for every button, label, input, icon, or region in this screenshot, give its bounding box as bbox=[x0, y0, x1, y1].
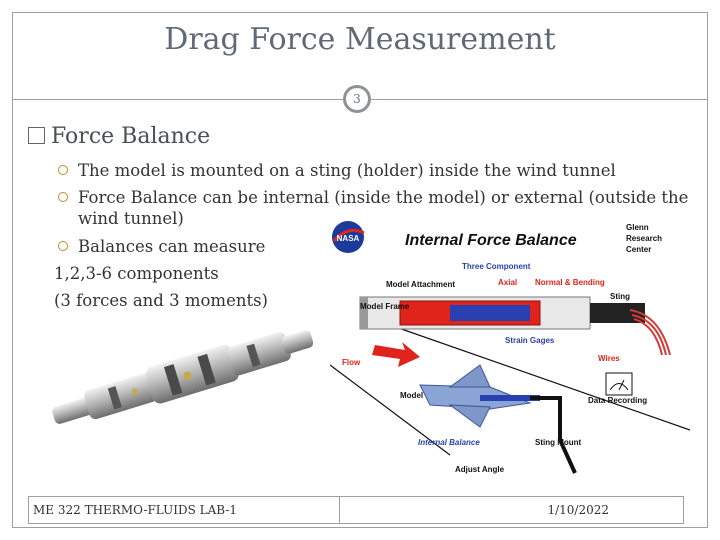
bullet-item: Force Balance can be internal (inside th… bbox=[58, 187, 688, 209]
bullet-text: The model is mounted on a sting (holder)… bbox=[78, 161, 616, 180]
flow-arrow-icon bbox=[372, 342, 420, 367]
title-rule-left bbox=[12, 99, 343, 100]
label-data-recording: Data Recording bbox=[588, 396, 647, 405]
slide-frame bbox=[12, 12, 708, 528]
label-internal-balance: Internal Balance bbox=[418, 438, 480, 447]
label-axial: Axial bbox=[498, 278, 517, 287]
label-normal-bending: Normal & Bending bbox=[535, 278, 605, 287]
label-model-frame: Model Frame bbox=[360, 302, 410, 311]
diagram-title: Internal Force Balance bbox=[405, 232, 577, 249]
label-sting: Sting bbox=[610, 292, 630, 301]
title-rule-right bbox=[371, 99, 708, 100]
footer-course: ME 322 THERMO-FLUIDS LAB-1 bbox=[28, 496, 340, 524]
label-model: Model bbox=[400, 391, 423, 400]
label-strain-gages: Strain Gages bbox=[505, 336, 555, 345]
slide-title: Drag Force Measurement bbox=[164, 22, 556, 57]
slide-number: 3 bbox=[343, 85, 371, 113]
label-three-component: Three Component bbox=[462, 262, 531, 271]
body-text-line: (3 forces and 3 moments) bbox=[54, 291, 268, 310]
label-adjust-angle: Adjust Angle bbox=[455, 465, 505, 474]
bullet-continuation: wind tunnel) bbox=[78, 209, 184, 228]
label-wires: Wires bbox=[598, 354, 620, 363]
bullet-item: The model is mounted on a sting (holder)… bbox=[58, 160, 616, 182]
bullet-item: Balances can measure bbox=[58, 236, 265, 258]
label-model-attachment: Model Attachment bbox=[386, 280, 455, 289]
org-line: Glenn bbox=[626, 223, 649, 232]
bullet-text: Balances can measure bbox=[78, 237, 266, 256]
heading-text: Force Balance bbox=[51, 124, 211, 149]
org-line: Center bbox=[626, 245, 651, 254]
label-flow: Flow bbox=[342, 358, 361, 367]
circle-bullet-icon bbox=[58, 241, 68, 251]
circle-bullet-icon bbox=[58, 165, 68, 175]
bullet-text: Force Balance can be internal (inside th… bbox=[78, 188, 689, 207]
org-line: Research bbox=[626, 234, 662, 243]
label-sting-mount: Sting Mount bbox=[535, 438, 582, 447]
footer-date: 1/10/2022 bbox=[340, 496, 684, 524]
internal-force-balance-diagram: NASA Internal Force Balance Glenn Resear… bbox=[330, 215, 690, 485]
circle-bullet-icon bbox=[58, 192, 68, 202]
body-text-line: 1,2,3-6 components bbox=[54, 264, 219, 283]
section-heading: Force Balance bbox=[28, 124, 210, 149]
balance-photo bbox=[52, 330, 314, 424]
nasa-logo-text: NASA bbox=[337, 234, 360, 243]
checkbox-bullet-icon bbox=[28, 127, 45, 144]
